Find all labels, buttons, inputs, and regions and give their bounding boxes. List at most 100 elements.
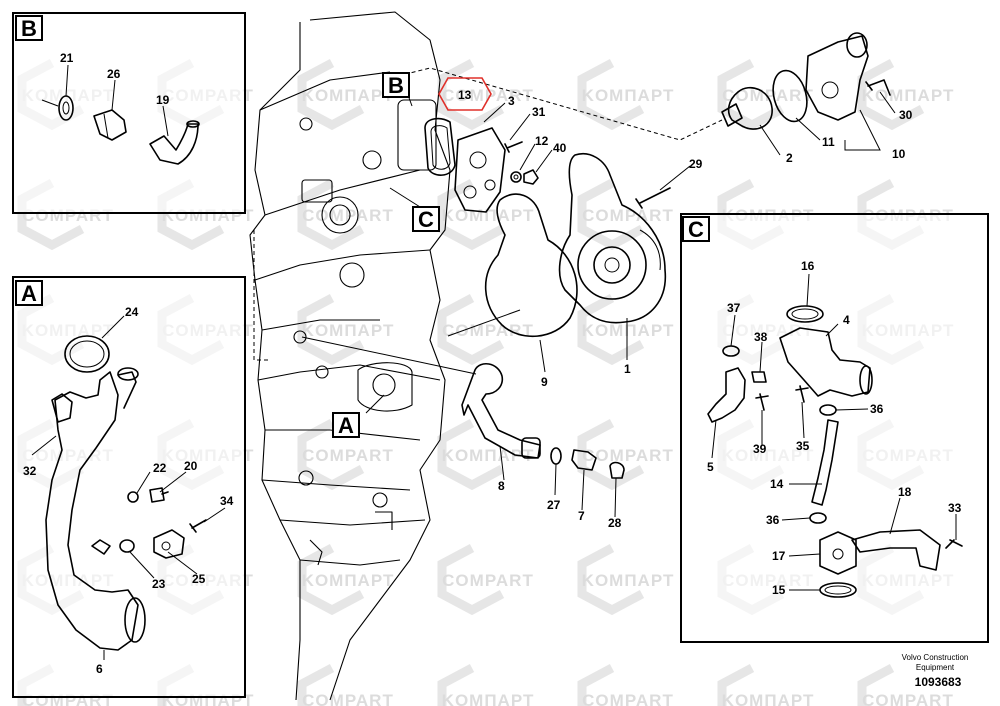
ref-box-a: A <box>332 412 360 438</box>
ref-box-c: C <box>412 206 440 232</box>
svg-text:A: A <box>338 413 354 438</box>
watermark-mark <box>857 59 925 131</box>
callout-15: 15 <box>772 583 786 597</box>
main-parts <box>397 32 891 479</box>
callout-20: 20 <box>184 459 198 473</box>
callout-1: 1 <box>624 362 631 376</box>
panel-a-label: A <box>21 281 37 306</box>
watermark-mark <box>437 664 475 706</box>
callout-3: 3 <box>508 94 515 108</box>
watermark-text: COMPART <box>582 206 674 225</box>
watermark-text: KOMПАРТ <box>582 86 675 105</box>
callout-23: 23 <box>152 577 166 591</box>
panel-b-label: B <box>21 16 37 41</box>
watermark-mark <box>577 544 645 616</box>
callout-9: 9 <box>541 375 548 389</box>
watermark-text: KOMПАРТ <box>862 86 955 105</box>
watermark-text: COMPART <box>862 691 954 706</box>
watermark-mark <box>717 664 755 706</box>
watermark-mark <box>577 179 645 251</box>
watermark-text: KOMПАРТ <box>302 321 395 340</box>
callout-39: 39 <box>753 442 767 456</box>
watermark-mark <box>297 59 365 131</box>
callout-16: 16 <box>801 259 815 273</box>
watermark-text: COMPART <box>302 446 394 465</box>
callout-37: 37 <box>727 301 741 315</box>
watermark-mark <box>437 294 505 366</box>
watermark-text: KOMПАРТ <box>582 321 675 340</box>
watermark-text: COMPART <box>442 86 534 105</box>
watermark-mark <box>717 59 785 131</box>
callout-40: 40 <box>553 141 567 155</box>
callout-29: 29 <box>689 157 703 171</box>
svg-text:C: C <box>418 207 434 232</box>
watermark-mark <box>577 664 615 706</box>
callout-28: 28 <box>608 516 622 530</box>
watermark-text: COMPART <box>582 691 674 706</box>
watermark-mark <box>297 664 335 706</box>
footer-brand: Volvo Construction <box>902 653 969 662</box>
watermark-text: KOMПАРТ <box>442 446 535 465</box>
footer-sub: Equipment <box>916 663 955 672</box>
callout-13: 13 <box>458 88 472 102</box>
watermark-mark <box>577 59 645 131</box>
callout-33: 33 <box>948 501 962 515</box>
watermark-mark <box>437 59 505 131</box>
callout-5: 5 <box>707 460 714 474</box>
ref-box-b: B <box>382 72 410 98</box>
watermark-mark <box>297 179 365 251</box>
watermark-mark <box>297 419 365 491</box>
watermark-text: COMPART <box>302 691 394 706</box>
callout-21: 21 <box>60 51 74 65</box>
callout-17: 17 <box>772 549 786 563</box>
engine-block-drawing <box>249 11 451 701</box>
callout-7: 7 <box>578 509 585 523</box>
callout-32: 32 <box>23 464 37 478</box>
callout-6: 6 <box>96 662 103 676</box>
callout-12: 12 <box>535 134 549 148</box>
callout-24: 24 <box>125 305 139 319</box>
panel-c: C <box>680 213 989 643</box>
callout-38: 38 <box>754 330 768 344</box>
watermark-mark <box>437 544 505 616</box>
main-callouts: 13 3 31 12 40 29 2 11 10 30 1 9 8 27 7 2… <box>458 88 913 530</box>
watermark-text: KOMПАРТ <box>582 571 675 590</box>
watermark-mark <box>437 179 505 251</box>
callout-26: 26 <box>107 67 121 81</box>
callout-8: 8 <box>498 479 505 493</box>
watermark-text: KOMПАРТ <box>442 691 535 706</box>
callout-19: 19 <box>156 93 170 107</box>
footer: Volvo Construction Equipment 1093683 <box>902 653 969 689</box>
watermark-text: COMPART <box>302 206 394 225</box>
callout-4: 4 <box>843 313 850 327</box>
watermark-text: KOMПАРТ <box>442 206 535 225</box>
callout-36-bottom: 36 <box>766 513 780 527</box>
watermark-mark <box>857 664 895 706</box>
callout-34: 34 <box>220 494 234 508</box>
watermark-text: COMPART <box>442 321 534 340</box>
callout-11: 11 <box>822 135 835 149</box>
watermark-mark <box>437 419 505 491</box>
callout-22: 22 <box>153 461 167 475</box>
watermark-mark <box>297 294 365 366</box>
watermark-text: KOMПАРТ <box>722 691 815 706</box>
watermark-text: COMPART <box>582 446 674 465</box>
panel-c-label: C <box>688 217 704 242</box>
callout-30: 30 <box>899 108 913 122</box>
watermark-text: KOMПАРТ <box>302 86 395 105</box>
watermark-mark <box>577 294 645 366</box>
callout-31: 31 <box>532 105 546 119</box>
watermark-mark <box>297 544 365 616</box>
svg-text:B: B <box>388 73 404 98</box>
callout-18: 18 <box>898 485 912 499</box>
callout-35: 35 <box>796 439 810 453</box>
callout-27: 27 <box>547 498 561 512</box>
callout-2: 2 <box>786 151 793 165</box>
panel-b: B 21 26 19 <box>12 12 246 214</box>
callout-10: 10 <box>892 147 906 161</box>
callout-14: 14 <box>770 477 784 491</box>
footer-number: 1093683 <box>915 675 962 689</box>
watermark-text: KOMПАРТ <box>302 571 395 590</box>
callout-25: 25 <box>192 572 206 586</box>
